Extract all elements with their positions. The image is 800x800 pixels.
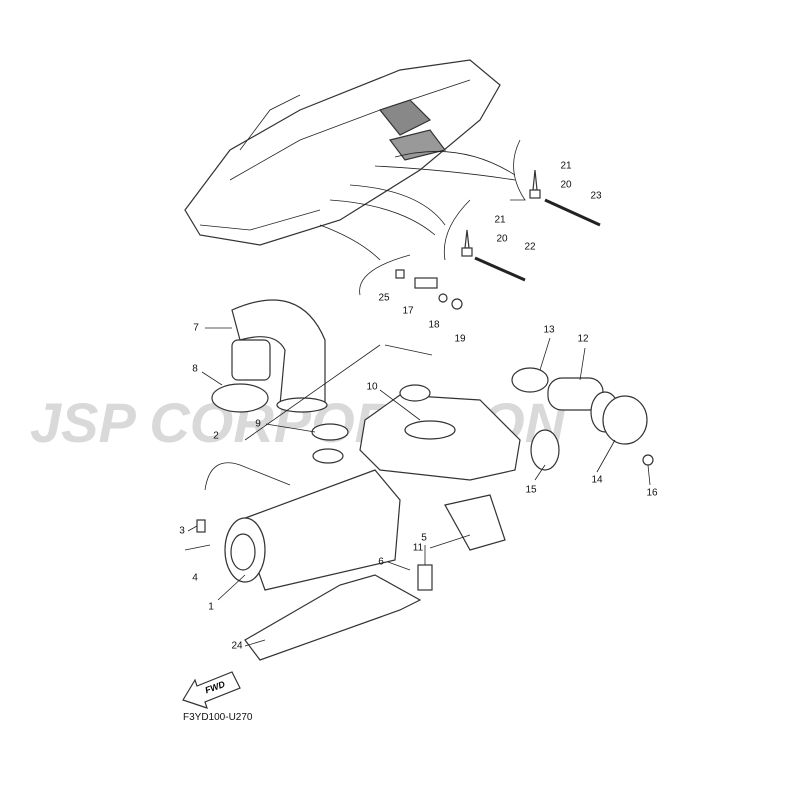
callout-1: 1 xyxy=(208,602,214,613)
callout-24: 24 xyxy=(231,641,243,652)
callout-25: 25 xyxy=(378,293,390,304)
joint-pipe xyxy=(312,448,344,464)
outlet-assembly xyxy=(511,367,654,471)
callout-22: 22 xyxy=(524,242,536,253)
callout-5: 5 xyxy=(421,533,427,544)
callout-6: 6 xyxy=(378,557,384,568)
callout-21-upper: 21 xyxy=(560,161,572,172)
fwd-arrow-icon: FWD xyxy=(182,671,241,709)
callout-20-lower: 20 xyxy=(496,234,508,245)
callout-16: 16 xyxy=(646,488,658,499)
callout-17: 17 xyxy=(402,306,414,317)
bracket-small xyxy=(196,519,206,533)
bracket xyxy=(417,564,433,591)
water-lock-tank xyxy=(359,384,521,481)
callout-15: 15 xyxy=(525,485,537,496)
callout-3: 3 xyxy=(179,526,185,537)
leader-arrows xyxy=(319,139,526,296)
hose-clamp-9 xyxy=(311,423,349,441)
callout-21-lower: 21 xyxy=(494,215,506,226)
callout-9: 9 xyxy=(255,419,261,430)
callout-12: 12 xyxy=(577,334,589,345)
callout-11: 11 xyxy=(413,543,424,554)
callout-7: 7 xyxy=(193,323,199,334)
callout-2: 2 xyxy=(213,431,219,442)
diagram-code: F3YD100-U270 xyxy=(183,712,253,723)
callout-10: 10 xyxy=(366,382,378,393)
cover xyxy=(244,574,422,661)
callout-leaders xyxy=(184,327,651,647)
hose-clamp xyxy=(211,383,269,413)
callout-18: 18 xyxy=(428,320,440,331)
callout-20-upper: 20 xyxy=(560,180,572,191)
callout-14: 14 xyxy=(591,475,603,486)
callout-8: 8 xyxy=(192,364,198,375)
callout-19: 19 xyxy=(454,334,466,345)
fasteners xyxy=(395,169,601,310)
callout-23: 23 xyxy=(590,191,602,202)
callout-4: 4 xyxy=(192,573,198,584)
callout-numbers: 1 2 3 4 5 6 7 8 9 10 11 12 13 14 15 16 1… xyxy=(179,161,658,652)
callout-13: 13 xyxy=(543,325,555,336)
plate xyxy=(444,494,506,551)
watercraft-hull xyxy=(184,59,501,246)
muffler xyxy=(204,462,401,591)
